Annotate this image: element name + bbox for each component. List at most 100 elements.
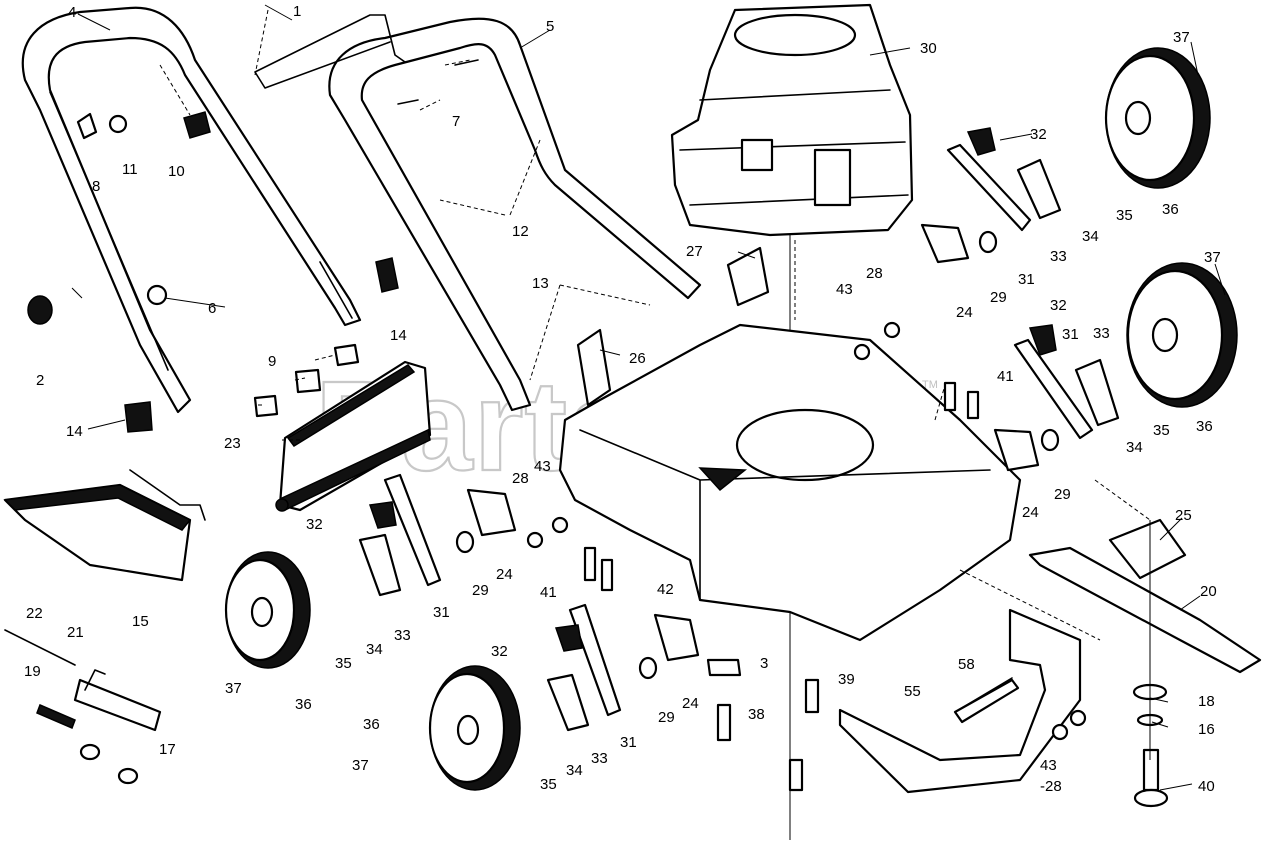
callout-34-d: 34	[566, 762, 583, 779]
bolts-part-41	[583, 381, 980, 592]
callout-34-a: 34	[1082, 228, 1099, 245]
callout-33-d: 33	[591, 750, 608, 767]
callout-25: 25	[1175, 507, 1192, 524]
knob-part-2	[27, 295, 53, 325]
callout-35-c: 35	[335, 655, 352, 672]
blade-hardware-parts-16-18-40	[1132, 520, 1169, 808]
bolts-part-9	[253, 343, 360, 418]
callout-12: 12	[512, 223, 529, 240]
wheel-front-right	[1126, 262, 1238, 408]
callout-31-d: 31	[620, 734, 637, 751]
adjuster-assembly-front-right	[993, 324, 1120, 472]
callout-33-a: 33	[1050, 248, 1067, 265]
callout-29-a: 29	[990, 289, 1007, 306]
callout-7: 7	[452, 113, 460, 130]
nuts-part-43-28-b	[1069, 709, 1087, 727]
bolts-part-38	[716, 678, 820, 792]
upper-handle-part-4	[21, 6, 362, 414]
callout-32-c: 32	[306, 516, 323, 533]
wheel-front-left	[428, 665, 521, 791]
lower-handle-part-5	[328, 17, 702, 412]
callout-15: 15	[132, 613, 149, 630]
callout-29-b: 29	[1054, 486, 1071, 503]
callout-24-a: 24	[956, 304, 973, 321]
nut-part-43-deck-b	[853, 343, 871, 361]
callout-18: 18	[1198, 693, 1215, 710]
callout-39: 39	[838, 671, 855, 688]
callout-20: 20	[1200, 583, 1217, 600]
callout-22: 22	[26, 605, 43, 622]
knob-part-14-lower	[124, 401, 153, 433]
callout-4: 4	[68, 4, 76, 21]
callout-43-b: 43	[534, 458, 551, 475]
callout-19: 19	[24, 663, 41, 680]
callout-31-c: 31	[433, 604, 450, 621]
bracket-part-27	[726, 246, 770, 307]
callout-28-a: 28	[866, 265, 883, 282]
callout-9: 9	[268, 353, 276, 370]
nut-part-6	[146, 284, 168, 306]
adjuster-assembly-rear-left	[358, 473, 517, 597]
cable-part-10	[183, 111, 211, 139]
callout-24-c: 24	[496, 566, 513, 583]
rod-part-22	[4, 629, 76, 666]
callout-29-d: 29	[658, 709, 675, 726]
callout-2: 2	[36, 372, 44, 389]
callout-32-a: 32	[1030, 126, 1047, 143]
callout-37-b: 37	[1204, 249, 1221, 266]
washer-part-28-deck	[883, 321, 901, 339]
callout-13: 13	[532, 275, 549, 292]
bolt-part-58	[953, 678, 1020, 724]
callout-32-d: 32	[491, 643, 508, 660]
callout-35-b: 35	[1153, 422, 1170, 439]
callout-41-a: 41	[997, 368, 1014, 385]
callout-3: 3	[760, 655, 768, 672]
washer-part-28-deck-a	[526, 531, 544, 549]
callout-31-b: 31	[1062, 326, 1079, 343]
callout-17: 17	[159, 741, 176, 758]
callout-24-b: 24	[1022, 504, 1039, 521]
callout-30: 30	[920, 40, 937, 57]
bolt-part-7	[397, 59, 479, 105]
control-bail-part-1	[254, 14, 406, 89]
callout-36-b: 36	[1196, 418, 1213, 435]
bolt-part-11	[108, 114, 128, 134]
leader-lines	[71, 4, 1226, 791]
callout-36-d: 36	[363, 716, 380, 733]
deck-part-39	[558, 323, 1022, 642]
callout-42: 42	[657, 581, 674, 598]
callout-21: 21	[67, 624, 84, 641]
callout-37-a: 37	[1173, 29, 1190, 46]
watermark-trademark: TM	[922, 379, 938, 391]
callout-26: 26	[629, 350, 646, 367]
callout-24-d: 24	[682, 695, 699, 712]
callout-58: 58	[958, 656, 975, 673]
callout-8: 8	[92, 178, 100, 195]
adjuster-assembly-rear-right	[920, 127, 1062, 264]
callout-29-c: 29	[472, 582, 489, 599]
callout-32-b: 32	[1050, 297, 1067, 314]
callout-36-a: 36	[1162, 201, 1179, 218]
callout-38: 38	[748, 706, 765, 723]
adjuster-assembly-front-left	[546, 603, 700, 732]
callout-36-c: 36	[295, 696, 312, 713]
callout-40: 40	[1198, 778, 1215, 795]
callout-28-b: 28	[512, 470, 529, 487]
knob-part-14-upper	[375, 257, 399, 293]
spring-part-19	[36, 704, 76, 729]
callout-41-b: 41	[540, 584, 557, 601]
callout-27: 27	[686, 243, 703, 260]
nuts-part-17	[79, 743, 139, 785]
callout-33-c: 33	[394, 627, 411, 644]
callout-37-c: 37	[225, 680, 242, 697]
nuts-part-43-28	[1051, 723, 1069, 741]
chute-deflector-part-15	[3, 469, 206, 582]
plate-part-3	[706, 658, 742, 677]
bracket-part-26	[576, 328, 612, 407]
callout-34-c: 34	[366, 641, 383, 658]
callout-43-c: 43	[1040, 757, 1057, 774]
nut-part-43-deck-a	[551, 516, 569, 534]
blade-part-20	[1028, 546, 1262, 674]
blade-adapter-part-25	[1108, 518, 1187, 580]
height-adjuster-part-21	[73, 669, 162, 732]
